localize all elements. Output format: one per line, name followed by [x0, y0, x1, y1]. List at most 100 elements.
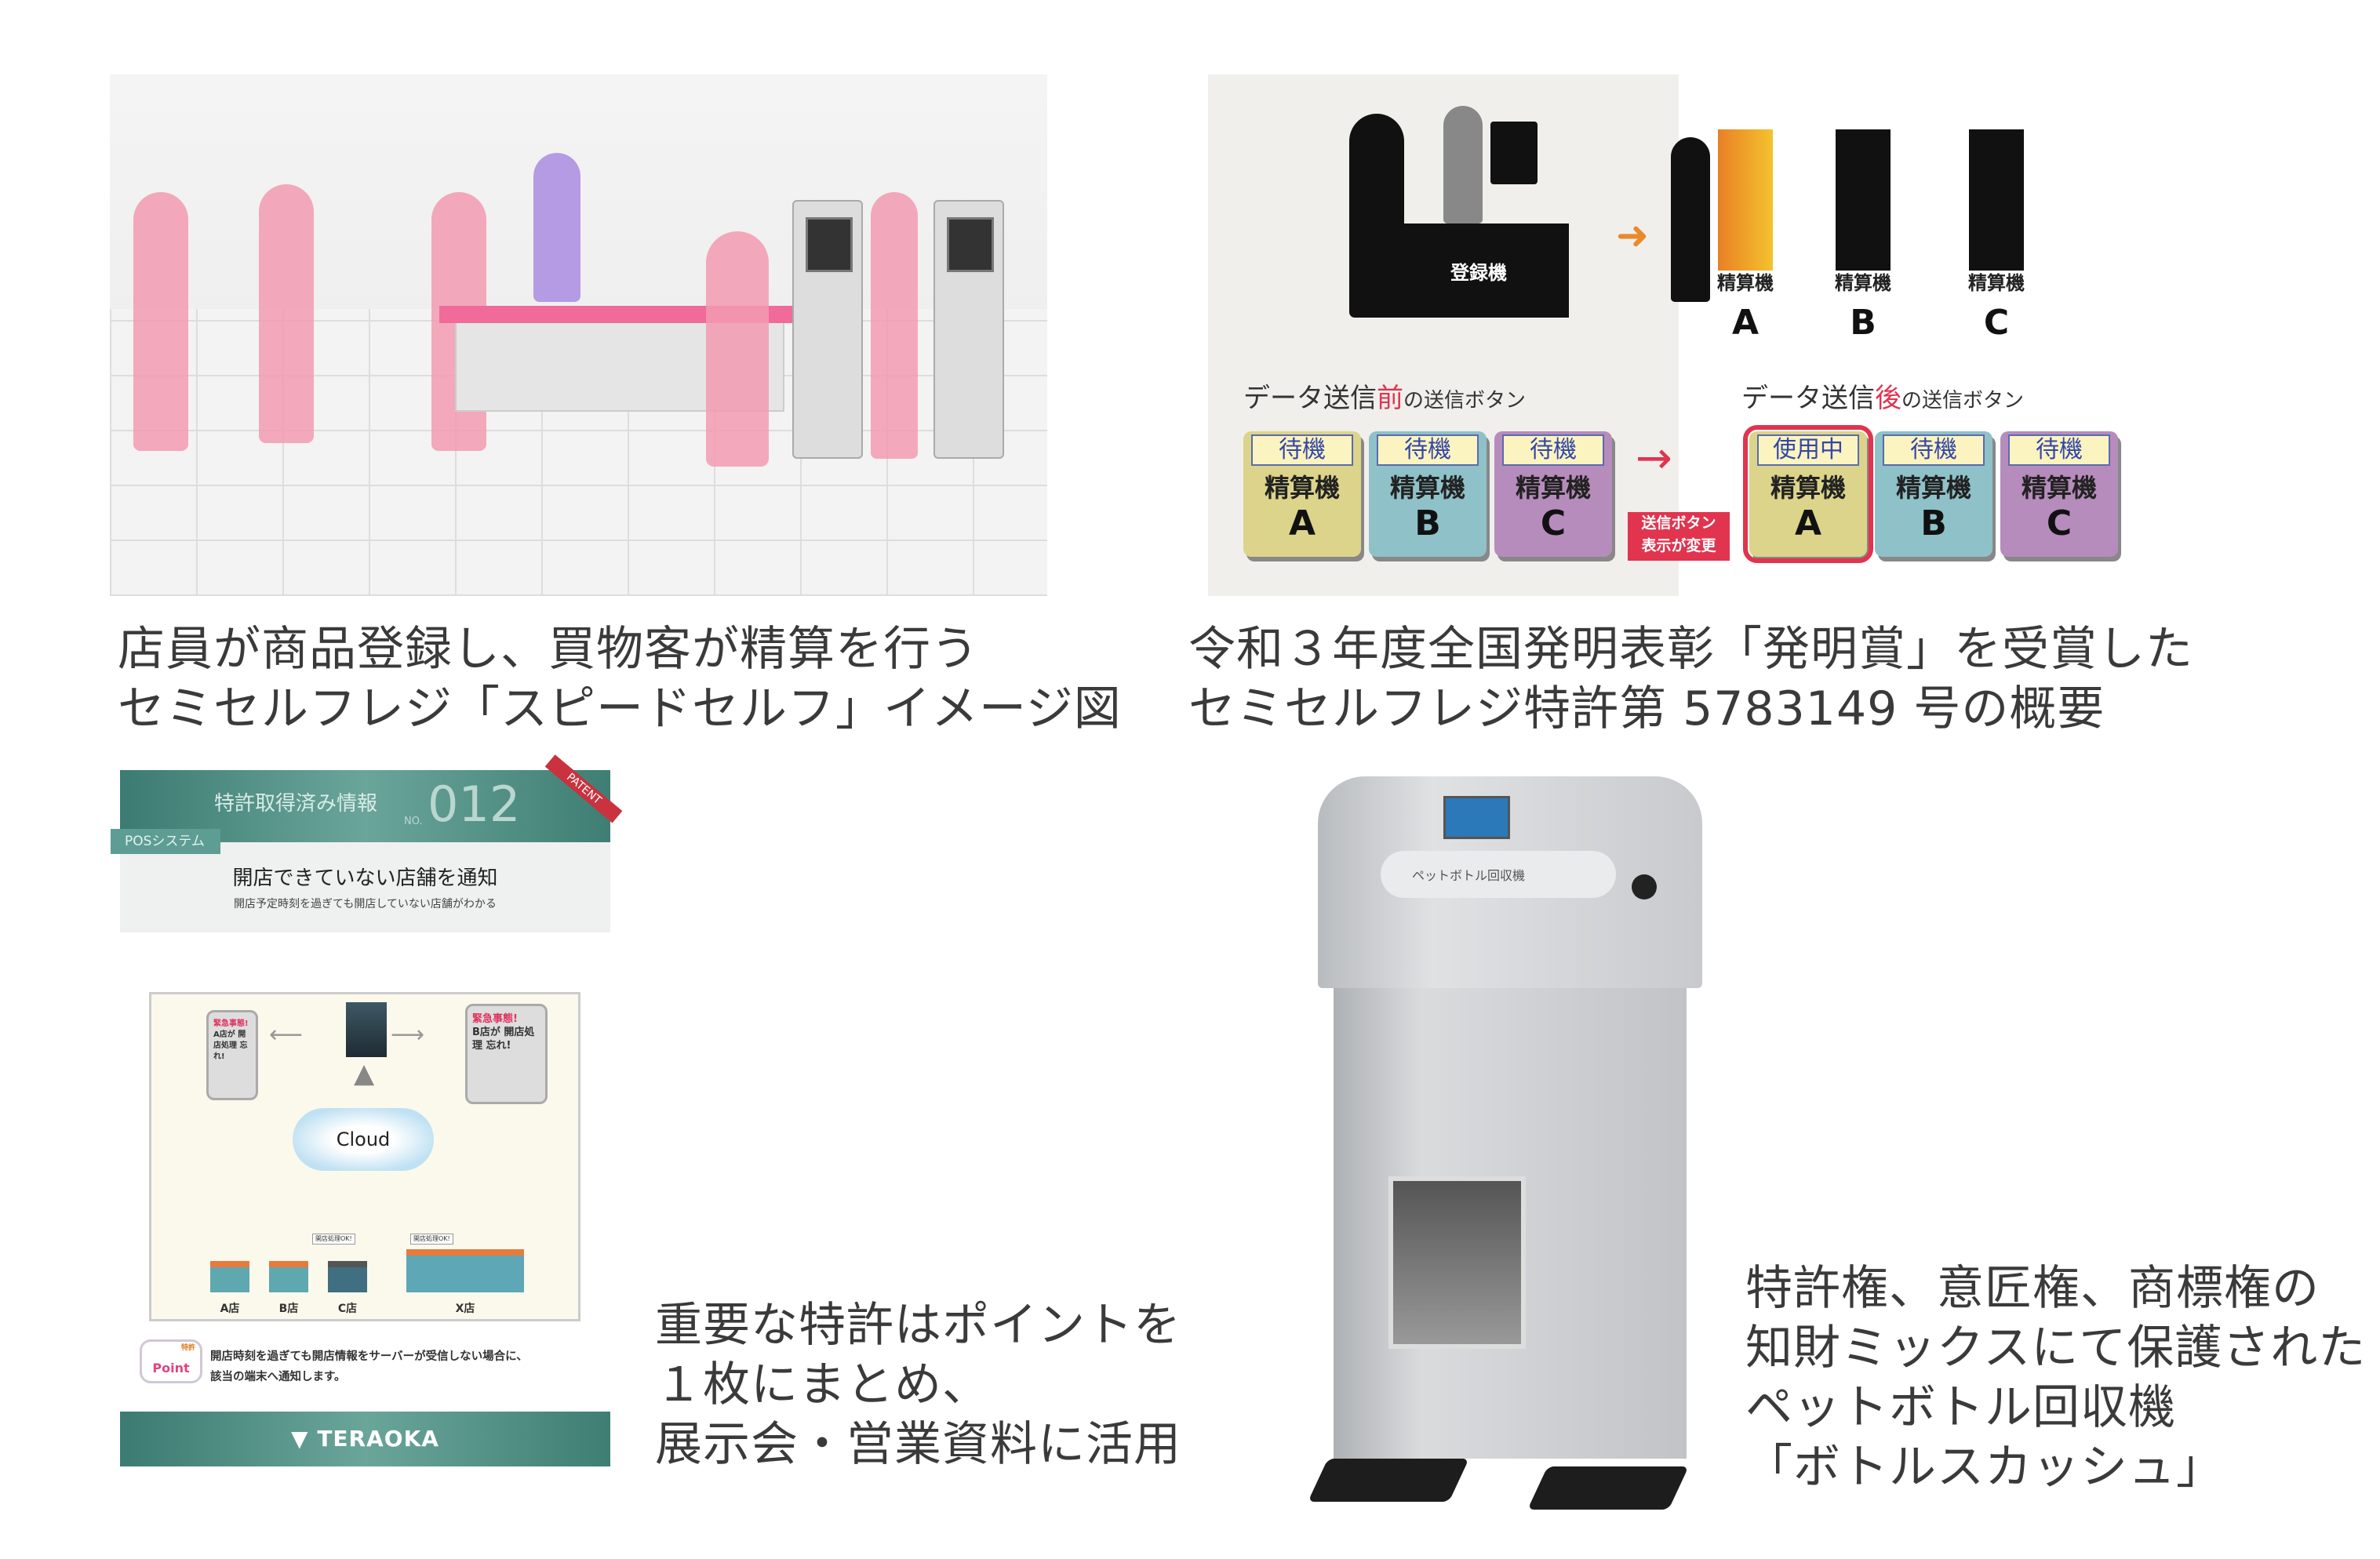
- status: 待機: [1377, 434, 1479, 466]
- patent-info-card: 特許取得済み情報 NO. 012 PATENT 開店できていない店舗を通知 開店…: [111, 754, 623, 1480]
- status: 使用中: [1757, 434, 1859, 466]
- letter: C: [2046, 503, 2072, 543]
- register-machine: 登録機: [1388, 223, 1569, 318]
- caption-line: 特許権、意匠権、商標権の: [1745, 1261, 2320, 1316]
- clerk-silhouette: [1443, 106, 1483, 223]
- text: 送信ボタン: [1641, 514, 1716, 532]
- card-header: 特許取得済み情報 NO. 012 PATENT: [120, 754, 623, 842]
- arrow-right-icon: ➜: [1616, 213, 1649, 258]
- patent-ribbon: PATENT: [544, 754, 623, 823]
- arrow-right-icon: →: [1636, 433, 1672, 484]
- text: 前: [1377, 383, 1403, 414]
- store-x: [406, 1249, 524, 1292]
- checkout-machine-c: [1969, 129, 2024, 271]
- before-heading: データ送信前の送信ボタン: [1243, 376, 1526, 415]
- store-label: C店: [337, 1303, 358, 1315]
- caption-line: 令和３年度全国発明表彰「発明賞」を受賞した: [1188, 622, 2193, 677]
- caption-1: 店員が商品登録し、買物客が精算を行う セミセルフレジ「スピードセルフ」イメージ図: [118, 620, 1122, 739]
- cloud: Cloud: [293, 1108, 434, 1171]
- bottle-recycling-machine: ペットボトル回収機: [1302, 776, 1718, 1510]
- machine-label: 精算機: [1717, 272, 1774, 294]
- smartphone: 緊急事態!A店が 開店処理 忘れ!: [206, 1010, 258, 1100]
- checkout-kiosk: [792, 200, 863, 459]
- bidirectional-arrow-icon: ⟶: [391, 1021, 425, 1048]
- checkout-machine-b: [1836, 129, 1891, 271]
- text: データ送信: [1243, 383, 1377, 414]
- caption-line: セミセルフレジ「スピードセルフ」イメージ図: [118, 681, 1122, 736]
- status: 待機: [2008, 434, 2110, 466]
- shopper-silhouette: [259, 184, 314, 443]
- machine-label: 精算機: [1968, 272, 2025, 294]
- number-prefix: NO.: [404, 816, 423, 827]
- text: データ送信: [1741, 383, 1875, 414]
- card-title: 開店できていない店舗を通知: [232, 867, 498, 890]
- caption-4: 特許権、意匠権、商標権の 知財ミックスにて保護された ペットボトル回収機 「ボト…: [1745, 1259, 2366, 1497]
- notification-diagram: 緊急事態!A店が 開店処理 忘れ! ⟵ ⟶ 緊急事態!B店が 開店処理 忘れ! …: [149, 992, 580, 1321]
- text: A店が 開店処理 忘れ!: [213, 1030, 248, 1061]
- text: の送信ボタン: [1403, 389, 1527, 412]
- caption-line: 展示会・営業資料に活用: [655, 1417, 1181, 1472]
- machine-letter: A: [1731, 303, 1760, 343]
- letter: A: [1794, 503, 1822, 543]
- tablet: 緊急事態! B店が 開店処理 忘れ!: [465, 1004, 548, 1104]
- machine-label: 精算機: [1835, 272, 1891, 294]
- caption-line: 店員が商品登録し、買物客が精算を行う: [118, 622, 979, 677]
- card-title-area: 開店できていない店舗を通知 開店予定時刻を過ぎても開店していない店舗がわかる: [120, 842, 610, 932]
- store-a: [210, 1261, 249, 1292]
- logo-text: TERAOKA: [317, 1426, 439, 1452]
- store-b: [269, 1261, 308, 1292]
- machine-screen: [1443, 796, 1510, 839]
- self-checkout-image: [110, 74, 1047, 596]
- caption-line: ペットボトル回収機: [1745, 1380, 2176, 1435]
- machine-foot: [1527, 1466, 1689, 1510]
- patent-diagram: 登録機 ➜ 精算機 A 精算機 B 精算機 C データ送信前の送信ボタン データ…: [1208, 74, 2122, 596]
- badge-text: Point: [152, 1361, 190, 1375]
- alert: 緊急事態!: [472, 1013, 518, 1025]
- bidirectional-arrow-icon: ⟵: [269, 1021, 304, 1048]
- store-label: X店: [455, 1303, 475, 1315]
- up-arrow-icon: ▲: [354, 1058, 375, 1089]
- server-icon: [346, 1002, 387, 1057]
- caption-line: セミセルフレジ特許第 5783149 号の概要: [1188, 681, 2105, 736]
- register-monitor: [1490, 122, 1538, 184]
- clerk-silhouette: [533, 153, 580, 302]
- patent-number: 012: [428, 776, 521, 833]
- ok-label: 開店処理OK!: [410, 1234, 453, 1245]
- machine-window: [1388, 1176, 1526, 1349]
- letter: C: [1540, 503, 1567, 543]
- shopper-silhouette: [133, 192, 188, 451]
- category-tag: POSシステム: [111, 829, 220, 854]
- shopper-silhouette: [706, 231, 769, 467]
- machine-letter: B: [1850, 303, 1876, 343]
- label: 精算機: [2021, 473, 2097, 503]
- text: 表示が変更: [1641, 537, 1716, 554]
- counter-bar: [439, 306, 832, 323]
- text-line: 開店時刻を過ぎても開店情報をサーバーが受信しない場合に、: [210, 1350, 528, 1363]
- status: 待機: [1251, 434, 1353, 466]
- label: 精算機: [1515, 473, 1591, 503]
- label: 精算機: [1770, 473, 1846, 503]
- store-label: A店: [220, 1303, 240, 1315]
- ok-label: 開店処理OK!: [312, 1234, 355, 1245]
- after-heading: データ送信後の送信ボタン: [1741, 376, 2024, 415]
- checkout-machine-a: [1718, 129, 1773, 271]
- shopper-silhouette: [871, 192, 918, 459]
- letter: B: [1920, 503, 1947, 543]
- caption-line: 知財ミックスにて保護された: [1745, 1321, 2367, 1375]
- label: 精算機: [1264, 473, 1340, 503]
- text: 後: [1875, 383, 1901, 414]
- letter: A: [1288, 503, 1316, 543]
- label: 精算機: [1895, 473, 1971, 503]
- change-tag: 送信ボタン表示が変更: [1628, 512, 1730, 561]
- text: の送信ボタン: [1901, 389, 2025, 412]
- caption-line: 重要な特許はポイントを: [655, 1298, 1181, 1353]
- machine-body: [1334, 988, 1687, 1459]
- text: B店が 開店処理 忘れ!: [472, 1027, 535, 1052]
- store-label: B店: [278, 1303, 299, 1315]
